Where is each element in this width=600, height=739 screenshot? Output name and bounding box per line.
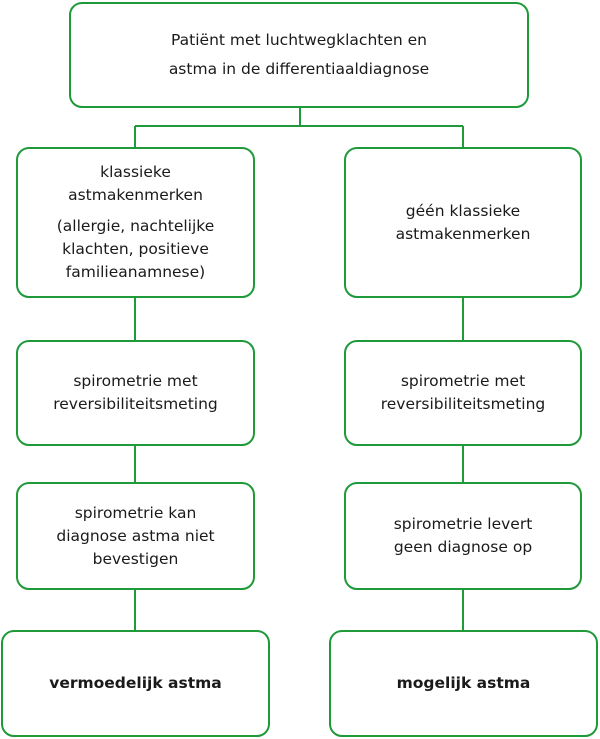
left-features-node: klassieke astmakenmerken (allergie, nach… <box>16 147 255 298</box>
left-spirometry-line2: reversibiliteitsmeting <box>53 395 218 413</box>
right-spirometry-line1: spirometrie met <box>400 372 526 390</box>
root-node-line2: astma in de differentiaaldiagnose <box>168 60 430 78</box>
left-features-detail3: familieanamnese) <box>65 263 206 281</box>
left-spirometry-node: spirometrie met reversibiliteitsmeting <box>16 340 255 446</box>
right-conclusion-label: mogelijk astma <box>396 674 531 692</box>
right-features-line2: astmakenmerken <box>395 224 531 243</box>
left-features-line1: klassieke <box>100 163 171 181</box>
left-result-line2: diagnose astma niet <box>56 526 215 545</box>
right-result-line1: spirometrie levert <box>393 515 533 533</box>
left-features-detail2: klachten, positieve <box>62 240 209 258</box>
left-features-detail1: (allergie, nachtelijke <box>56 217 215 235</box>
right-features-line1: géén klassieke <box>405 201 521 220</box>
right-spirometry-line2: reversibiliteitsmeting <box>380 395 546 413</box>
left-result-line1: spirometrie kan <box>74 503 197 522</box>
left-result-node: spirometrie kan diagnose astma niet beve… <box>16 482 255 590</box>
root-node: Patiënt met luchtwegklachten en astma in… <box>69 2 529 108</box>
right-result-line2: geen diagnose op <box>393 538 533 556</box>
left-conclusion-label: vermoedelijk astma <box>49 674 222 692</box>
right-features-node: géén klassieke astmakenmerken <box>344 147 582 298</box>
right-spirometry-node: spirometrie met reversibiliteitsmeting <box>344 340 582 446</box>
left-spirometry-line1: spirometrie met <box>73 372 198 390</box>
right-result-node: spirometrie levert geen diagnose op <box>344 482 582 590</box>
left-conclusion-node: vermoedelijk astma <box>1 630 270 737</box>
left-result-line3: bevestigen <box>92 549 179 568</box>
left-features-line2: astmakenmerken <box>68 186 203 204</box>
root-node-line1: Patiënt met luchtwegklachten en <box>171 31 427 49</box>
right-conclusion-node: mogelijk astma <box>329 630 598 737</box>
